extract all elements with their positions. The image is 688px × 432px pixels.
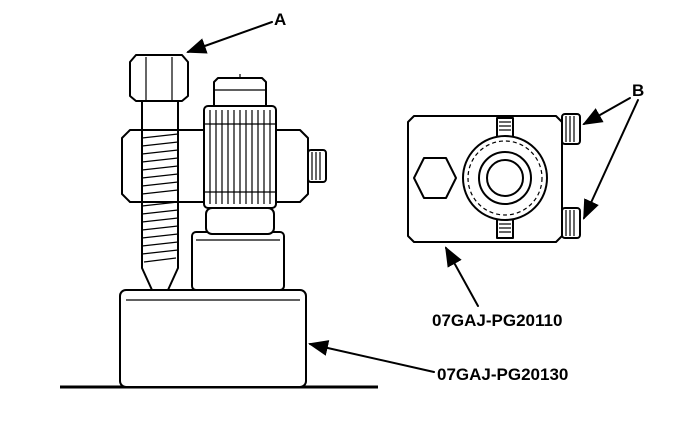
- hex-nut: [413, 157, 457, 199]
- bracket-part-number: 07GAJ-PG20110: [432, 311, 562, 330]
- callout-b-label: B: [632, 81, 644, 100]
- set-screw-lower: [561, 207, 581, 239]
- splined-gear: [203, 74, 277, 209]
- bracket-top-view: [407, 113, 581, 243]
- callout-a-label: A: [274, 10, 286, 29]
- left-tool-assembly: [119, 54, 327, 388]
- base-block: [119, 289, 307, 388]
- leader-b-lower: [583, 99, 639, 220]
- leader-bracket-part: [445, 246, 479, 307]
- leader-a: [186, 21, 273, 54]
- leader-b-upper: [582, 97, 631, 125]
- cylinder-body: [191, 207, 285, 291]
- set-screw-upper: [561, 113, 581, 145]
- base-part-number: 07GAJ-PG20130: [437, 365, 568, 384]
- leader-base-part: [308, 340, 435, 373]
